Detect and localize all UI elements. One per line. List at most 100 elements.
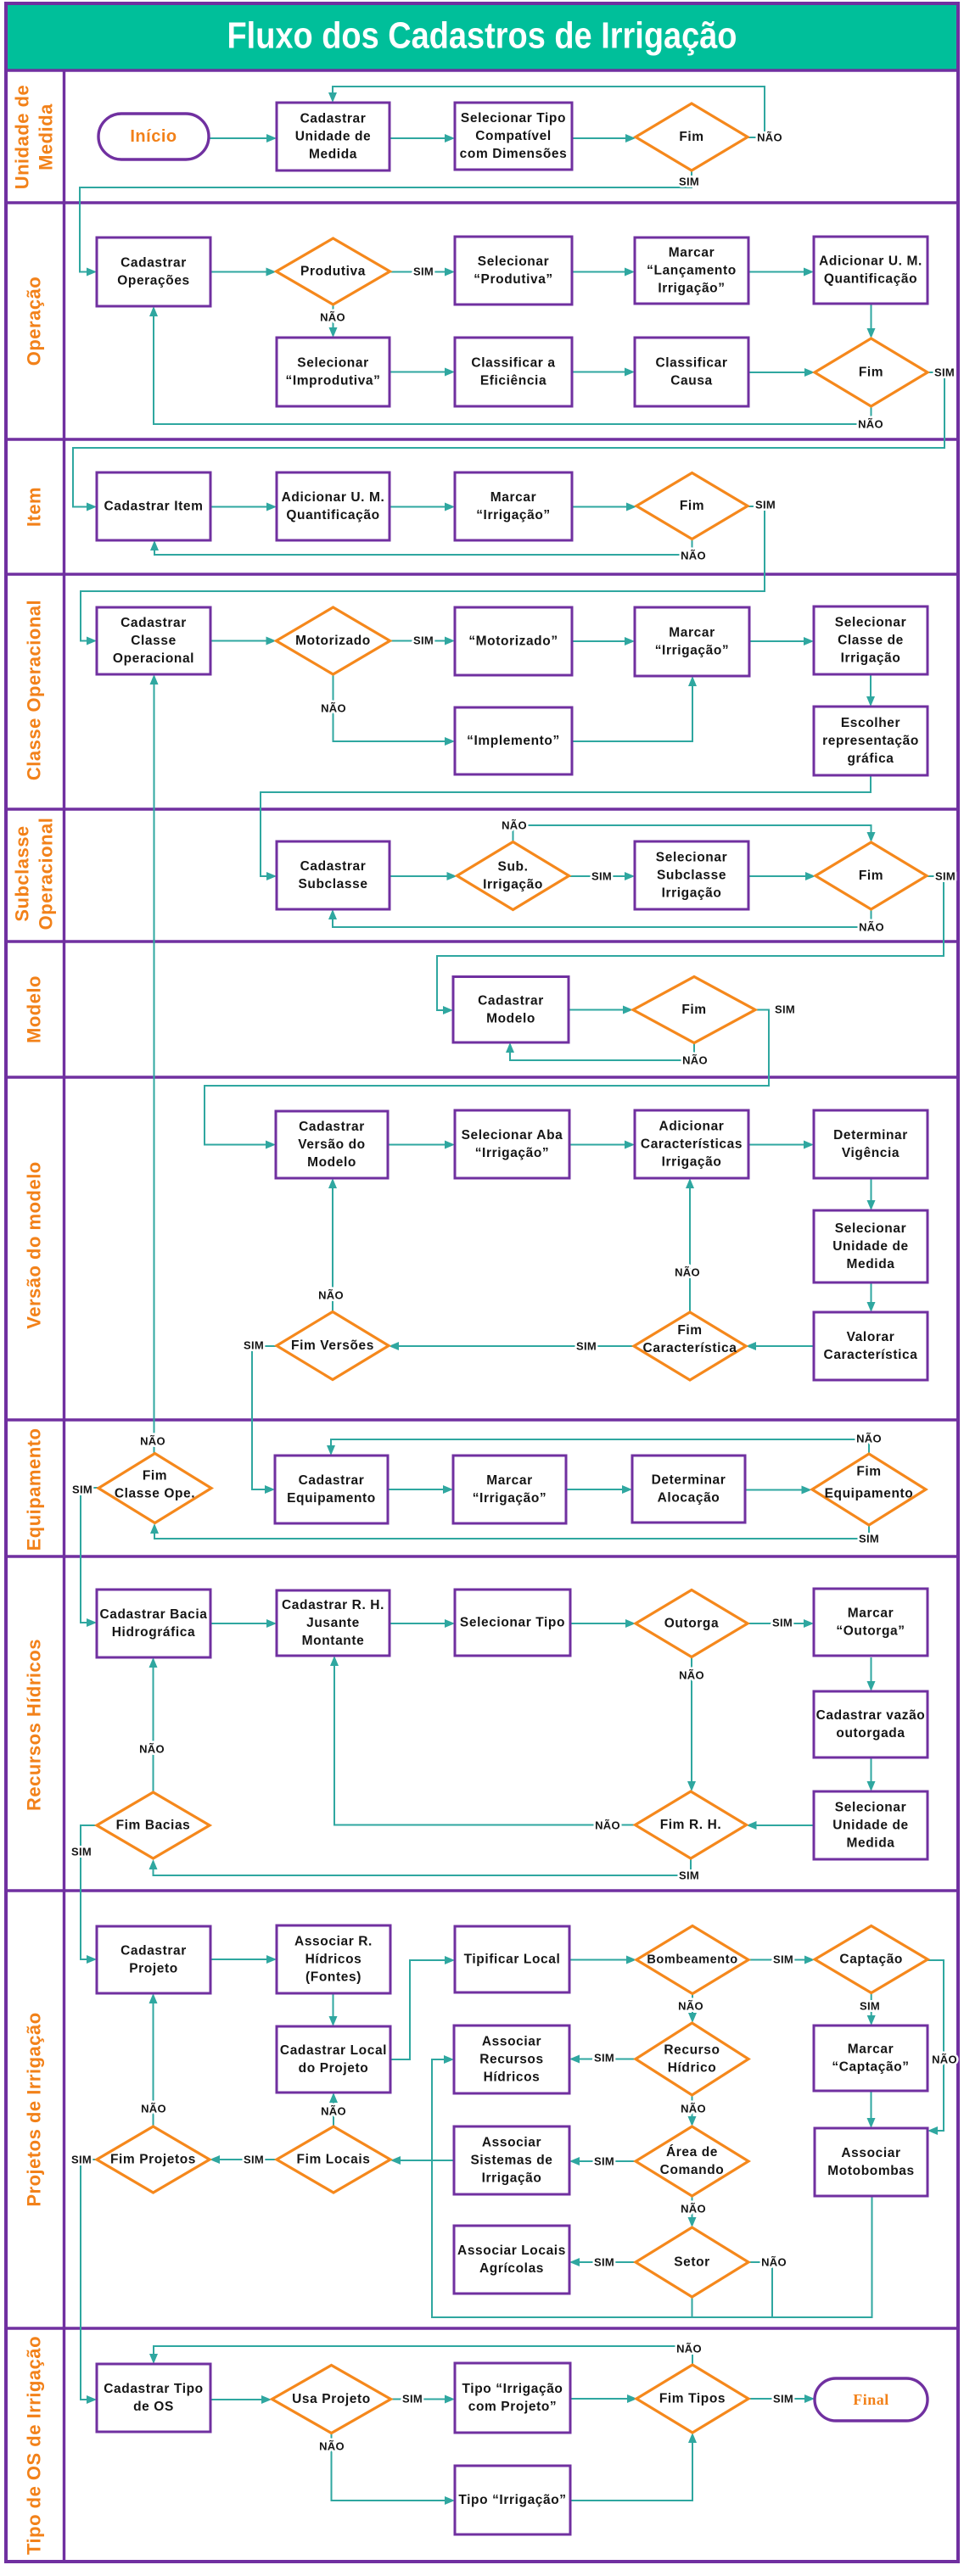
svg-text:Classe Ope.: Classe Ope. <box>115 1487 195 1501</box>
svg-text:“Lançamento: “Lançamento <box>647 264 737 278</box>
svg-text:SIM: SIM <box>244 2154 264 2166</box>
svg-text:Área de: Área de <box>666 2145 718 2160</box>
svg-text:Selecionar: Selecionar <box>835 1221 906 1236</box>
svg-text:Selecionar: Selecionar <box>835 616 906 630</box>
svg-text:Jusante: Jusante <box>306 1616 360 1630</box>
svg-text:Marcar: Marcar <box>669 246 715 260</box>
svg-text:NÃO: NÃO <box>320 311 345 324</box>
svg-text:Fim Versões: Fim Versões <box>291 1338 374 1353</box>
svg-text:Recursos: Recursos <box>479 2053 543 2067</box>
svg-text:Bombeamento: Bombeamento <box>647 1953 737 1967</box>
svg-text:Operacional: Operacional <box>113 651 194 666</box>
svg-text:Unidade de: Unidade de <box>832 1239 909 1254</box>
svg-text:Tipo de OS de Irrigação: Tipo de OS de Irrigação <box>24 2336 45 2555</box>
svg-text:Tipo “Irrigação: Tipo “Irrigação <box>462 2382 563 2396</box>
svg-text:“Captação”: “Captação” <box>832 2060 909 2075</box>
svg-text:SIM: SIM <box>591 870 612 883</box>
svg-text:NÃO: NÃO <box>859 921 884 934</box>
svg-text:NÃO: NÃO <box>679 1669 704 1682</box>
svg-text:Fim Locais: Fim Locais <box>297 2153 371 2167</box>
svg-text:NÃO: NÃO <box>595 1819 620 1832</box>
svg-text:Fim: Fim <box>680 499 704 513</box>
svg-text:Recursos Hídricos: Recursos Hídricos <box>24 1639 45 1811</box>
svg-text:Recurso: Recurso <box>664 2043 720 2058</box>
svg-text:Operações: Operações <box>117 274 190 288</box>
svg-text:NÃO: NÃO <box>318 1289 344 1302</box>
svg-text:SIM: SIM <box>594 2256 614 2269</box>
svg-text:SIM: SIM <box>71 2154 92 2166</box>
svg-text:NÃO: NÃO <box>682 1054 708 1067</box>
svg-text:Hídricos: Hídricos <box>305 1953 362 1967</box>
svg-text:NÃO: NÃO <box>858 418 883 431</box>
svg-text:Motobombas: Motobombas <box>827 2164 914 2178</box>
svg-text:Alocação: Alocação <box>658 1491 720 1506</box>
svg-text:NÃO: NÃO <box>319 2440 345 2453</box>
svg-text:Irrigação: Irrigação <box>662 1155 722 1170</box>
svg-text:SIM: SIM <box>935 870 956 883</box>
svg-text:NÃO: NÃO <box>681 2103 706 2115</box>
svg-text:Associar R.: Associar R. <box>294 1935 373 1949</box>
svg-text:Selecionar: Selecionar <box>656 851 727 865</box>
svg-text:Classe de: Classe de <box>838 634 904 648</box>
svg-text:Cadastrar: Cadastrar <box>300 112 367 126</box>
svg-text:Equipamento: Equipamento <box>825 1487 914 1501</box>
svg-text:SIM: SIM <box>773 1953 793 1966</box>
svg-text:SIM: SIM <box>934 366 955 379</box>
svg-text:Adicionar U. M.: Adicionar U. M. <box>819 254 922 269</box>
svg-text:NÃO: NÃO <box>140 1435 165 1448</box>
svg-text:Associar: Associar <box>841 2146 900 2160</box>
svg-text:“Motorizado”: “Motorizado” <box>468 634 558 649</box>
svg-text:Fim: Fim <box>681 1003 706 1017</box>
svg-text:NÃO: NÃO <box>681 550 706 562</box>
svg-text:Irrigação: Irrigação <box>841 651 901 666</box>
svg-text:Fim Tipos: Fim Tipos <box>659 2392 726 2406</box>
svg-text:Sub.: Sub. <box>498 860 529 874</box>
svg-text:Equipamento: Equipamento <box>24 1428 45 1551</box>
svg-text:“Produtiva”: “Produtiva” <box>474 272 553 287</box>
svg-text:Medida: Medida <box>847 1836 895 1851</box>
svg-text:“Irrigação”: “Irrigação” <box>473 1491 547 1506</box>
svg-text:Eficiência: Eficiência <box>480 374 546 388</box>
svg-text:Adicionar: Adicionar <box>659 1120 725 1134</box>
svg-text:Início: Início <box>130 127 177 146</box>
svg-text:Associar: Associar <box>482 2035 541 2049</box>
svg-text:Hídricos: Hídricos <box>484 2070 541 2085</box>
svg-text:Característica: Característica <box>824 1348 918 1362</box>
svg-text:Irrigação: Irrigação <box>482 2171 542 2186</box>
svg-text:Operacional: Operacional <box>36 818 57 930</box>
svg-text:Usa Projeto: Usa Projeto <box>292 2392 371 2406</box>
svg-text:Vigência: Vigência <box>842 1146 900 1160</box>
svg-text:SIM: SIM <box>402 2393 423 2406</box>
svg-text:Unidade de: Unidade de <box>12 85 33 190</box>
svg-text:Causa: Causa <box>670 374 713 388</box>
svg-text:SIM: SIM <box>755 499 776 511</box>
svg-text:Cadastrar: Cadastrar <box>478 993 544 1008</box>
svg-text:Cadastrar Tipo: Cadastrar Tipo <box>104 2382 204 2396</box>
svg-text:Subclasse: Subclasse <box>298 877 367 891</box>
svg-text:Valorar: Valorar <box>847 1330 895 1344</box>
svg-text:representação: representação <box>822 734 919 748</box>
svg-text:Quantificação: Quantificação <box>824 272 917 287</box>
svg-text:Operação: Operação <box>24 277 45 366</box>
svg-text:Setor: Setor <box>674 2255 710 2270</box>
svg-text:Irrigação: Irrigação <box>662 886 722 901</box>
svg-text:SIM: SIM <box>773 2393 793 2406</box>
svg-text:com Projeto”: com Projeto” <box>468 2400 558 2414</box>
svg-text:Selecionar: Selecionar <box>478 254 549 269</box>
svg-text:de OS: de OS <box>133 2400 174 2414</box>
svg-text:Unidade de: Unidade de <box>832 1819 909 1833</box>
svg-text:Cadastrar: Cadastrar <box>299 1473 365 1488</box>
svg-text:do Projeto: do Projeto <box>299 2061 369 2076</box>
svg-text:Final: Final <box>853 2391 889 2408</box>
svg-text:Fim: Fim <box>856 1465 881 1479</box>
svg-text:Tipo “Irrigação”: Tipo “Irrigação” <box>458 2493 566 2507</box>
svg-text:Cadastrar: Cadastrar <box>120 1944 187 1959</box>
svg-text:Captação: Captação <box>839 1953 903 1967</box>
svg-text:NÃO: NÃO <box>321 702 346 715</box>
svg-text:Modelo: Modelo <box>307 1155 356 1170</box>
svg-text:Fluxo dos Cadastros de Irrigaç: Fluxo dos Cadastros de Irrigação <box>227 15 737 57</box>
svg-text:Cadastrar: Cadastrar <box>120 256 187 271</box>
svg-text:Medida: Medida <box>309 148 357 162</box>
svg-text:NÃO: NÃO <box>321 2105 346 2118</box>
svg-text:Medida: Medida <box>36 103 57 170</box>
